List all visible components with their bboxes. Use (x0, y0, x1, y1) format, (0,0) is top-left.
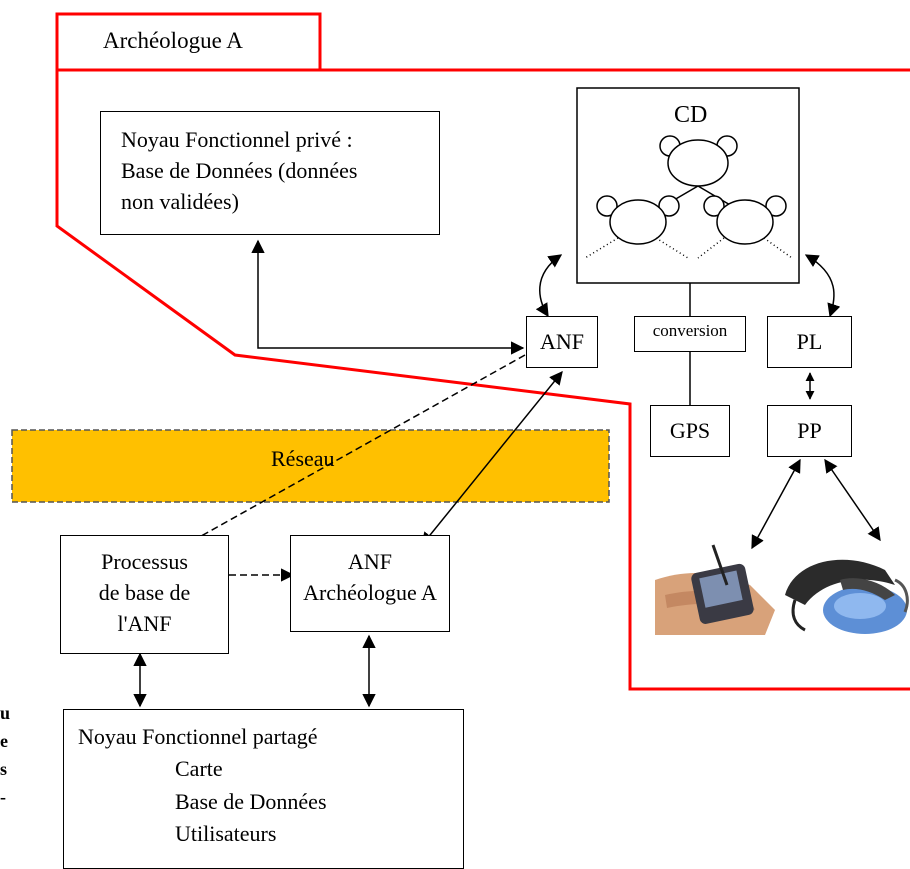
private-core-line-1: Noyau Fonctionnel privé : (121, 127, 353, 152)
margin-fragment-2: e (0, 731, 8, 751)
private-core-line-3: non validées) (121, 189, 239, 214)
anf-arch-line-2: Archéologue A (303, 580, 437, 605)
pp-pda-link (751, 458, 801, 550)
anf-box: ANF (526, 316, 598, 368)
conversion-box: conversion (634, 316, 746, 352)
process-line-2: de base de (98, 580, 191, 605)
anf-anf-arch-link (421, 370, 563, 547)
process-line-3: l'ANF (117, 611, 172, 636)
cd-label: CD (674, 102, 708, 128)
cd-continuation-dots (584, 237, 793, 259)
archeologue-tab-label: Archéologue A (103, 28, 243, 53)
devices-illustration (655, 544, 909, 635)
anf-label: ANF (539, 329, 584, 354)
archeologue-boundary-tab (55, 12, 322, 70)
archeologue-boundary (55, 68, 910, 691)
gps-box: GPS (650, 405, 730, 457)
conversion-label: conversion (652, 321, 728, 340)
private-core-anf-link (251, 239, 525, 355)
anf-base-process-box: Processus de base de l'ANF (60, 535, 229, 654)
cd-anf-link (535, 254, 563, 318)
pp-box: PP (767, 405, 852, 457)
pl-box: PL (767, 316, 852, 368)
anf-archeologue-box: ANF Archéologue A (290, 535, 450, 632)
shared-core-item-users: Utilisateurs (175, 821, 277, 846)
anf-arch-line-1: ANF (347, 549, 392, 574)
margin-fragment-3: s (0, 759, 8, 779)
pl-label: PL (796, 329, 823, 354)
shared-functional-core-box: Noyau Fonctionnel partagé Carte Base de … (63, 709, 464, 869)
process-line-1: Processus (101, 549, 188, 574)
network-label: Réseau (271, 446, 335, 471)
pda-device-photo (655, 544, 775, 635)
margin-fragment-1: u (0, 703, 11, 723)
private-functional-core-box: Noyau Fonctionnel privé : Base de Donnée… (100, 111, 440, 235)
gps-label: GPS (669, 418, 711, 443)
cd-left-child-node (596, 195, 680, 245)
private-core-line-2: Base de Données (données (121, 158, 358, 183)
shared-core-title: Noyau Fonctionnel partagé (78, 724, 318, 749)
pp-hmd-link (824, 458, 881, 542)
pp-label: PP (797, 418, 822, 443)
cd-pl-link (804, 254, 841, 318)
shared-core-item-database: Base de Données (175, 789, 327, 814)
margin-fragment-4: - (0, 787, 6, 807)
shared-core-item-map: Carte (175, 756, 223, 781)
cd-right-child-node (703, 195, 787, 245)
head-mounted-display-photo (785, 559, 909, 634)
